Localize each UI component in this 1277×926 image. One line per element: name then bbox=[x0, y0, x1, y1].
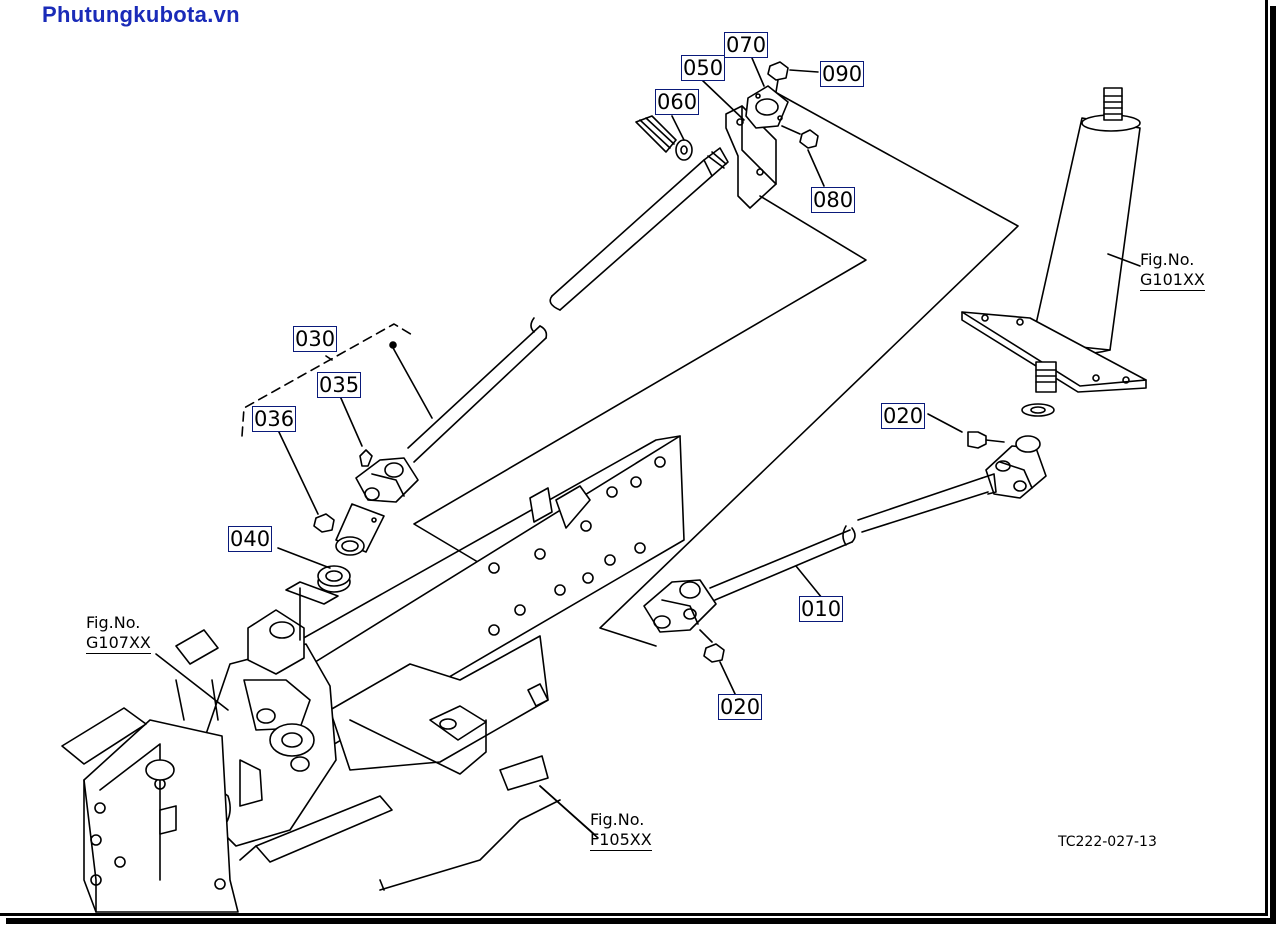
watermark-text: Phutungkubota.vn bbox=[42, 2, 240, 27]
callout-070[interactable]: 070 bbox=[724, 32, 769, 58]
steering-column-drawing bbox=[599, 87, 1147, 647]
callout-050[interactable]: 050 bbox=[681, 55, 726, 81]
callout-090[interactable]: 090 bbox=[820, 61, 865, 87]
figref-g107[interactable]: Fig.No. G107XX bbox=[86, 613, 151, 654]
frame-shadow-bottom bbox=[6, 918, 1276, 924]
callout-035[interactable]: 035 bbox=[317, 372, 362, 398]
chassis-drawing bbox=[61, 435, 685, 913]
figref-g101-title: Fig.No. bbox=[1140, 250, 1195, 269]
figref-g107-code: G107XX bbox=[86, 633, 151, 654]
top-bracket-drawing bbox=[413, 57, 867, 575]
figref-f105-code: F105XX bbox=[590, 830, 652, 851]
callout-010[interactable]: 010 bbox=[799, 596, 844, 622]
callout-060[interactable]: 060 bbox=[655, 89, 700, 115]
callout-080[interactable]: 080 bbox=[811, 187, 856, 213]
figref-g101-code: G101XX bbox=[1140, 270, 1205, 291]
callout-036[interactable]: 036 bbox=[252, 406, 297, 432]
figref-f105-title: Fig.No. bbox=[590, 810, 645, 829]
lower-shaft-drawing bbox=[643, 413, 1047, 697]
figref-f105[interactable]: Fig.No. F105XX bbox=[590, 810, 652, 851]
upper-shaft-drawing bbox=[241, 147, 729, 593]
figref-g107-title: Fig.No. bbox=[86, 613, 141, 632]
callout-020-lower[interactable]: 020 bbox=[718, 694, 763, 720]
frame-shadow-right bbox=[1270, 6, 1276, 924]
callout-020-upper[interactable]: 020 bbox=[881, 403, 926, 429]
figref-g101[interactable]: Fig.No. G101XX bbox=[1140, 250, 1205, 291]
callout-040[interactable]: 040 bbox=[228, 526, 273, 552]
callout-030[interactable]: 030 bbox=[293, 326, 338, 352]
drawing-number: TC222-027-13 bbox=[1058, 834, 1157, 850]
